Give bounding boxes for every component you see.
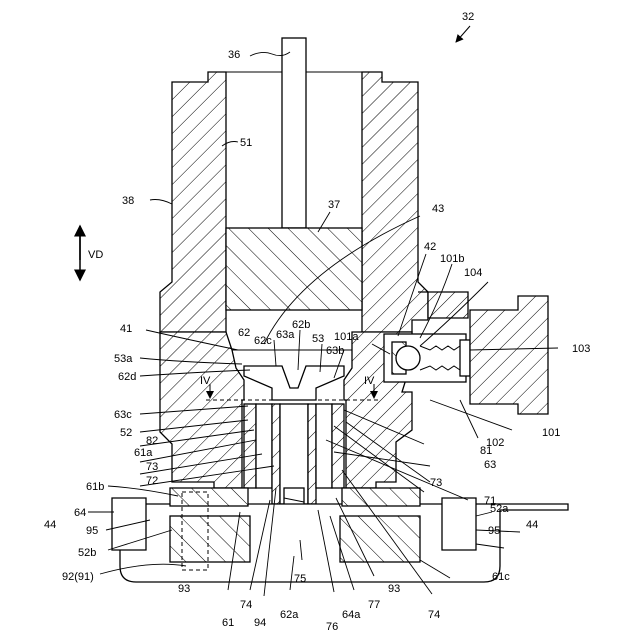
label-95-right: 95	[488, 525, 500, 537]
label-iv-right: IV	[364, 375, 375, 387]
label-53: 53	[312, 333, 324, 345]
label-81: 81	[480, 445, 492, 457]
label-93-right: 93	[388, 583, 400, 595]
label-74-left: 74	[240, 599, 252, 611]
label-51: 51	[240, 137, 252, 149]
label-104: 104	[464, 267, 482, 279]
label-101: 101	[542, 427, 560, 439]
label-72: 72	[146, 475, 158, 487]
label-43: 43	[432, 203, 444, 215]
label-93-left: 93	[178, 583, 190, 595]
label-53a: 53a	[114, 353, 133, 365]
clamp-44-right	[442, 498, 476, 550]
label-36: 36	[228, 49, 240, 61]
label-44-right: 44	[526, 519, 538, 531]
label-61: 61	[222, 617, 234, 629]
clamp-44-left	[112, 498, 146, 550]
label-101a: 101a	[334, 331, 359, 343]
label-103: 103	[572, 343, 590, 355]
label-38: 38	[122, 195, 134, 207]
label-61b: 61b	[86, 481, 104, 493]
label-73a: 73	[146, 461, 158, 473]
label-94: 94	[254, 617, 266, 629]
label-63a: 63a	[276, 329, 295, 341]
label-62: 62	[238, 327, 250, 339]
label-82: 82	[146, 435, 158, 447]
label-101b: 101b	[440, 253, 464, 265]
label-64: 64	[74, 507, 86, 519]
label-61c: 61c	[492, 571, 510, 583]
rod-36	[282, 38, 306, 228]
label-52b: 52b	[78, 547, 96, 559]
label-62d: 62d	[118, 371, 136, 383]
label-61a: 61a	[134, 447, 153, 459]
label-73-right: 73	[430, 477, 442, 489]
label-32: 32	[462, 11, 474, 23]
label-41: 41	[120, 323, 132, 335]
label-75: 75	[294, 573, 306, 585]
piston-37	[226, 228, 362, 310]
label-63b: 63b	[326, 345, 344, 357]
label-76: 76	[326, 621, 338, 633]
label-95-left: 95	[86, 525, 98, 537]
label-64a: 64a	[342, 609, 361, 621]
label-37: 37	[328, 199, 340, 211]
label-44-left: 44	[44, 519, 56, 531]
label-vd: VD	[88, 249, 103, 261]
label-74-right: 74	[428, 609, 440, 621]
label-iv-left: IV	[200, 375, 211, 387]
label-62c: 62c	[254, 335, 272, 347]
label-62b: 62b	[292, 319, 310, 331]
label-42: 42	[424, 241, 436, 253]
label-77: 77	[368, 599, 380, 611]
label-63c: 63c	[114, 409, 132, 421]
label-62a: 62a	[280, 609, 299, 621]
label-63: 63	[484, 459, 496, 471]
label-9291: 92(91)	[62, 571, 94, 583]
label-52: 52	[120, 427, 132, 439]
label-71: 71	[484, 495, 496, 507]
